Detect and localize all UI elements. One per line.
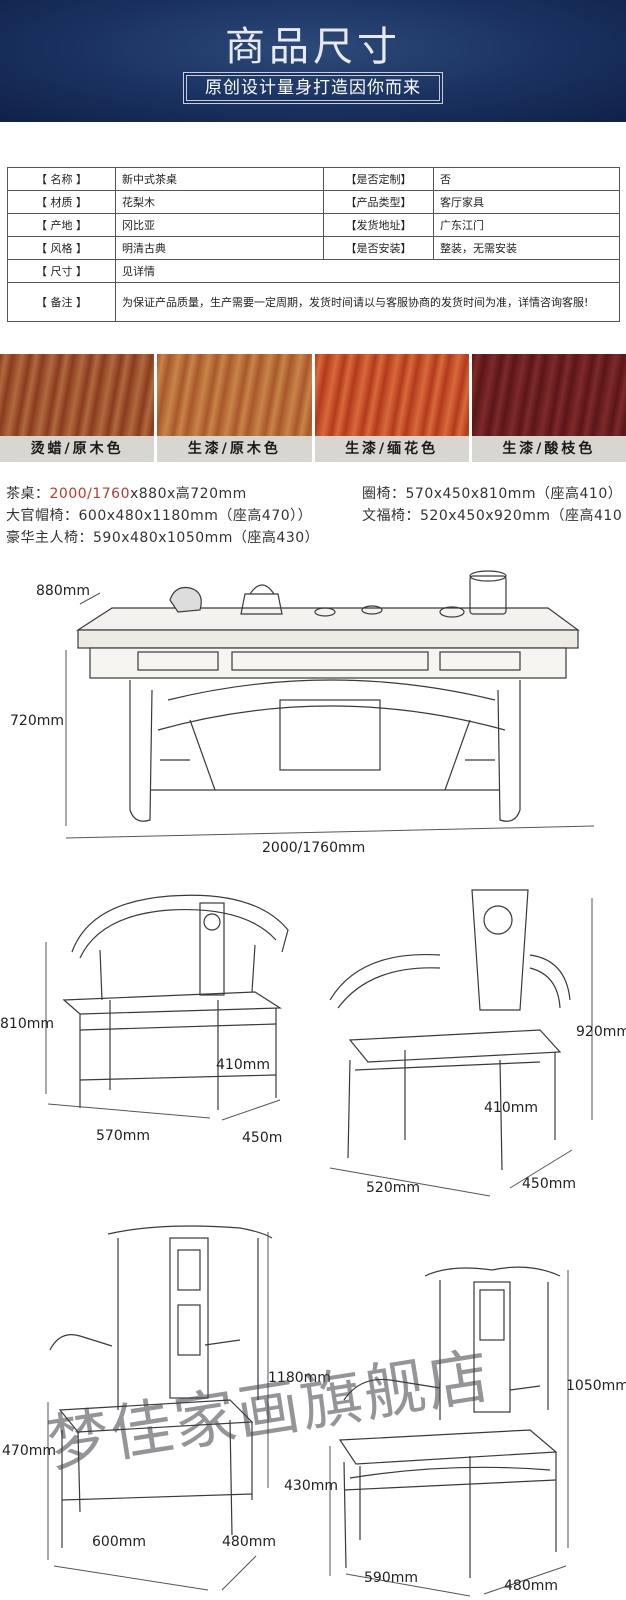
wenfu-chair-width-label: 520mm — [366, 1180, 420, 1196]
spec-value: 花梨木 — [115, 190, 324, 214]
official-chair-seat-label: 470mm — [2, 1443, 56, 1459]
ring-chair-height-label: 810mm — [0, 1016, 54, 1032]
spec-key: 【发货地址】 — [323, 213, 434, 237]
header-banner: 商品尺寸 原创设计量身打造因你而来 — [0, 0, 626, 122]
ring-chair-width-label: 570mm — [96, 1128, 150, 1144]
ring-chair-seat-label: 410mm — [216, 1057, 270, 1073]
swatch-label: 烫蜡/原木色 — [0, 436, 155, 462]
page-title: 商品尺寸 — [225, 24, 401, 70]
spec-table: 【 名称 】 新中式茶桌 【是否定制】 否 【 材质 】 花梨木 【产品类型】 … — [7, 167, 620, 322]
swatch-label: 生漆/原木色 — [157, 436, 312, 462]
color-swatch[interactable]: 生漆/缅花色 — [314, 354, 469, 462]
wenfu-chair-size: 文福椅：520x450x920mm（座高410 — [362, 508, 623, 524]
host-chair-size: 豪华主人椅：590x480x1050mm（座高430） — [6, 530, 320, 546]
official-chair-drawing — [49, 1225, 273, 1548]
spec-value: 冈比亚 — [115, 213, 324, 237]
table-depth-label: 880mm — [36, 583, 90, 599]
wenfu-chair-depth-label: 450mm — [522, 1176, 576, 1192]
swatch-label: 生漆/缅花色 — [314, 436, 469, 462]
table-height-label: 720mm — [10, 713, 64, 729]
spec-key: 【产品类型】 — [323, 190, 434, 214]
swatch-label: 生漆/酸枝色 — [471, 436, 626, 462]
page-subtitle: 原创设计量身打造因你而来 — [183, 72, 443, 104]
host-chair-width-label: 590mm — [364, 1570, 418, 1586]
spec-value: 新中式茶桌 — [115, 167, 324, 191]
spec-key: 【是否安装】 — [323, 236, 434, 260]
spec-key: 【 风格 】 — [7, 236, 116, 260]
official-chair-size: 大官帽椅：600x480x1180mm（座高470）） — [6, 508, 313, 524]
wenfu-chair-height-label: 920mm — [576, 1024, 626, 1040]
spec-key: 【 产地 】 — [7, 213, 116, 237]
ring-chair-drawing — [62, 894, 289, 1110]
tea-table-drawing — [75, 570, 580, 822]
ring-chair-size: 圈椅：570x450x810mm（座高410） — [362, 486, 623, 502]
host-chair-height-label: 1050mm — [566, 1378, 626, 1394]
spec-key: 【 备注 】 — [7, 282, 116, 322]
host-chair-seat-label: 430mm — [284, 1478, 338, 1494]
wenfu-chair-seat-label: 410mm — [484, 1100, 538, 1116]
table-width-label: 2000/1760mm — [262, 840, 366, 856]
spec-value: 整装，无需安装 — [433, 236, 620, 260]
host-chair-depth-label: 480mm — [504, 1578, 558, 1594]
tea-table-size: 茶桌：2000/1760x880x高720mm — [6, 486, 247, 502]
color-swatches: 烫蜡/原木色 生漆/原木色 生漆/缅花色 生漆/酸枝色 — [0, 354, 626, 462]
table-dimension-lines — [65, 592, 595, 839]
host-chair-drawing — [338, 1266, 561, 1578]
official-chair-depth-label: 480mm — [222, 1534, 276, 1550]
color-swatch[interactable]: 生漆/原木色 — [157, 354, 312, 462]
official-chair-height-label: 1180mm — [268, 1370, 331, 1386]
official-chair-width-label: 600mm — [92, 1534, 146, 1550]
spec-value: 为保证产品质量，生产需要一定周期，发货时间请以与客服协商的发货时间为准，详情咨询… — [115, 282, 620, 322]
table-row: 【 备注 】 为保证产品质量，生产需要一定周期，发货时间请以与客服协商的发货时间… — [7, 282, 620, 322]
table-row: 【 风格 】 明清古典 【是否安装】 整装，无需安装 — [7, 236, 620, 260]
color-swatch[interactable]: 生漆/酸枝色 — [471, 354, 626, 462]
table-row: 【 名称 】 新中式茶桌 【是否定制】 否 — [7, 167, 620, 191]
ring-chair-depth-label: 450m — [242, 1130, 283, 1146]
color-swatch[interactable]: 烫蜡/原木色 — [0, 354, 155, 462]
tea-table-width-highlight: 2000/1760 — [49, 486, 130, 502]
wenfu-chair-drawing — [329, 889, 571, 1171]
spec-value: 否 — [433, 167, 620, 191]
